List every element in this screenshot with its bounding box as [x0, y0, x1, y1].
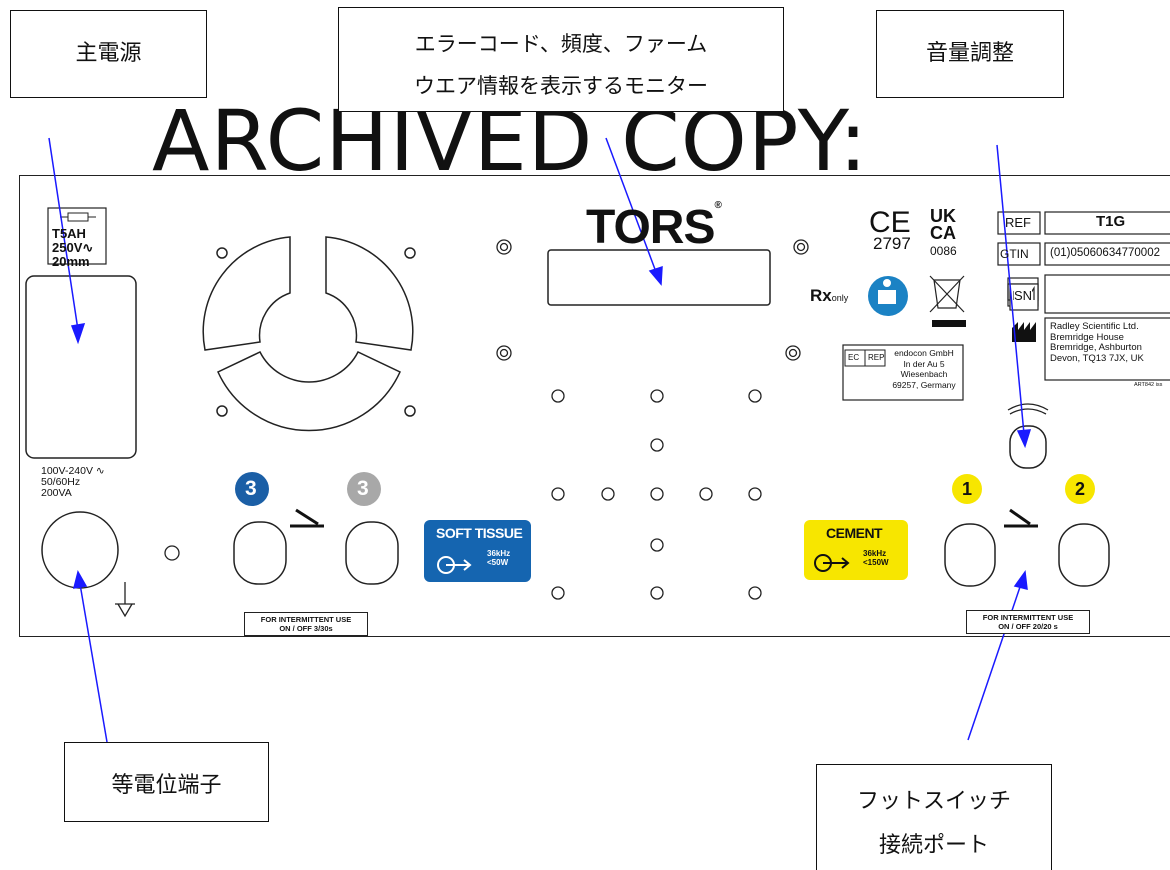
footswitch-port-soft-left [233, 521, 287, 585]
gtin-value: (01)05060634770002 [1050, 247, 1160, 259]
ce-mark-icon: CE [869, 206, 911, 239]
cement-title: CEMENT [826, 525, 883, 541]
footswitch-port-soft-right [345, 521, 399, 585]
footswitch-icon [290, 508, 324, 528]
port-3-grey-badge [347, 472, 381, 506]
manufacturer-box [1044, 317, 1170, 381]
rx-only: Rxonly [810, 286, 849, 305]
ref-key: REF [1005, 215, 1031, 230]
callout-arrows [48, 137, 1032, 743]
port-1-badge [952, 474, 982, 504]
soft-tissue-title: SOFT TISSUE [436, 525, 523, 541]
manufacturer-address: Radley Scientific Ltd. Bremridge House B… [1050, 321, 1144, 364]
screw-icon [496, 239, 809, 361]
weee-bin-icon [929, 275, 966, 327]
small-hole [164, 545, 180, 561]
ground-icon [115, 582, 135, 618]
hole-grid [551, 389, 762, 600]
port-3-blue-label: 3 [245, 477, 257, 500]
callout-volume: 音量調整 [876, 10, 1064, 98]
ultrasound-output-icon [814, 554, 850, 572]
fan-vent-icon [202, 236, 416, 432]
ce-number: 2797 [873, 234, 911, 253]
callout-equipotential: 等電位端子 [64, 742, 269, 822]
port-2-badge [1065, 474, 1095, 504]
callout-main-power: 主電源 [10, 10, 207, 98]
fuse-label [47, 207, 107, 265]
ukca-number: 0086 [930, 244, 957, 258]
soft-tissue-spec: 36kHz<50W [487, 549, 511, 567]
port-3-grey-label: 3 [357, 477, 369, 500]
manufacturer-icon [1012, 322, 1036, 342]
callout-monitor: エラーコード、頻度、ファーム ウエア情報を表示するモニター [338, 7, 784, 112]
read-manual-icon [868, 276, 908, 316]
port-2-label: 2 [1075, 479, 1086, 499]
sn-key: SN [1014, 288, 1033, 303]
cement-spec: 36kHz<150W [863, 549, 889, 567]
port-3-blue-badge [235, 472, 269, 506]
fuse-icon [60, 212, 96, 222]
footswitch-port-cement-left [944, 523, 996, 587]
brand-logo: TORS® [586, 200, 722, 254]
ultrasound-output-icon [437, 556, 472, 574]
footswitch-icon [1004, 508, 1038, 528]
gtin-key: GTIN [1000, 247, 1029, 261]
art-number: ART842 iss [1134, 382, 1163, 388]
fuse-holder [25, 275, 137, 459]
volume-arc-icon [1007, 403, 1049, 415]
footswitch-port-cement-right [1058, 523, 1110, 587]
ref-value: T1G [1096, 213, 1126, 230]
volume-knob [1009, 425, 1047, 469]
port-1-label: 1 [962, 479, 973, 499]
ec-rep-label: EC REP [848, 353, 885, 362]
soft-tissue-badge [424, 520, 531, 582]
callout-footswitch: フットスイッチ 接続ポート [816, 764, 1052, 870]
